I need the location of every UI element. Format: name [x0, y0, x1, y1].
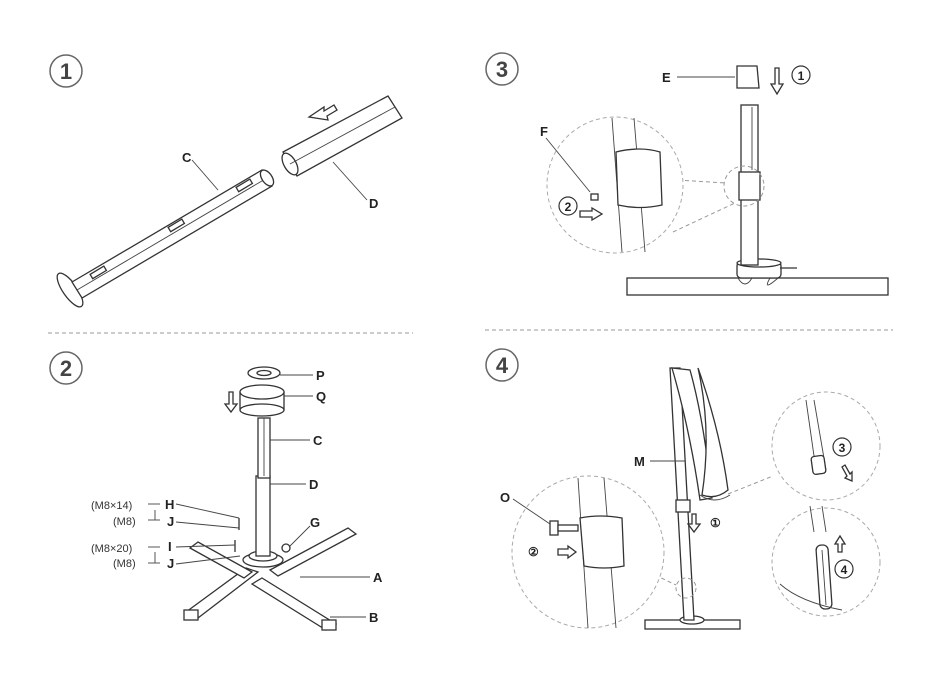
label-d: D	[309, 477, 318, 492]
step-2-badge: 2	[50, 352, 82, 384]
handle-g	[282, 544, 290, 552]
step-3-number: 3	[496, 57, 508, 82]
cap-e	[737, 66, 759, 88]
knob-o	[550, 521, 558, 535]
spec-i: (M8×20)	[91, 543, 132, 555]
substep-1-number: 1	[798, 69, 805, 83]
label-g: G	[310, 515, 320, 530]
down-arrow	[771, 68, 783, 94]
substep-4-number: 4	[841, 563, 848, 577]
substep-2-number: ②	[528, 545, 539, 559]
substep-3-number: 3	[839, 441, 846, 455]
label-p: P	[316, 368, 325, 383]
step-1-illustration: C D	[53, 96, 402, 310]
label-e: E	[662, 70, 671, 85]
step-4-number: 4	[496, 353, 509, 378]
pole-d-lower	[256, 476, 270, 556]
label-q: Q	[316, 389, 326, 404]
spec-j-upper: (M8)	[113, 516, 136, 528]
step-2-number: 2	[60, 356, 72, 381]
step-3-illustration: 1 2 E F	[540, 66, 888, 295]
label-m: M	[634, 454, 645, 469]
detail-view-3	[772, 392, 880, 500]
label-j-lower: J	[167, 556, 174, 571]
label-c: C	[182, 150, 192, 165]
step-2-illustration: P Q C D G A B H J I J (M8×14) (M8) (M8×2…	[91, 367, 383, 630]
detail-view	[547, 117, 683, 253]
step-4-badge: 4	[486, 349, 518, 381]
step-3-badge: 3	[486, 53, 518, 85]
detail-end-cap	[811, 455, 826, 475]
base-slab	[627, 278, 888, 295]
label-b: B	[369, 610, 378, 625]
label-c: C	[313, 433, 323, 448]
label-h: H	[165, 497, 174, 512]
down-arrow	[688, 514, 700, 532]
substep-2-number: 2	[565, 200, 572, 214]
spec-j-lower: (M8)	[113, 558, 136, 570]
step-1-number: 1	[60, 59, 72, 84]
label-j-upper: J	[167, 514, 174, 529]
base-leg-back-right	[270, 528, 356, 576]
label-i: I	[168, 539, 172, 554]
label-d: D	[369, 196, 378, 211]
pole-sleeve	[739, 172, 760, 200]
substep-1-number: ①	[710, 516, 721, 530]
detail-sleeve	[616, 149, 662, 208]
label-o: O	[500, 490, 510, 505]
screw-f	[591, 194, 598, 200]
detail-sleeve	[580, 516, 624, 568]
insert-arrow	[309, 105, 337, 120]
spec-h: (M8×14)	[91, 500, 132, 512]
step-1-badge: 1	[50, 55, 82, 87]
crank-handle	[676, 500, 690, 512]
step-4-illustration: ① ② O M 3 4	[500, 368, 880, 629]
label-a: A	[373, 570, 383, 585]
down-arrow	[225, 392, 237, 412]
label-f: F	[540, 124, 548, 139]
